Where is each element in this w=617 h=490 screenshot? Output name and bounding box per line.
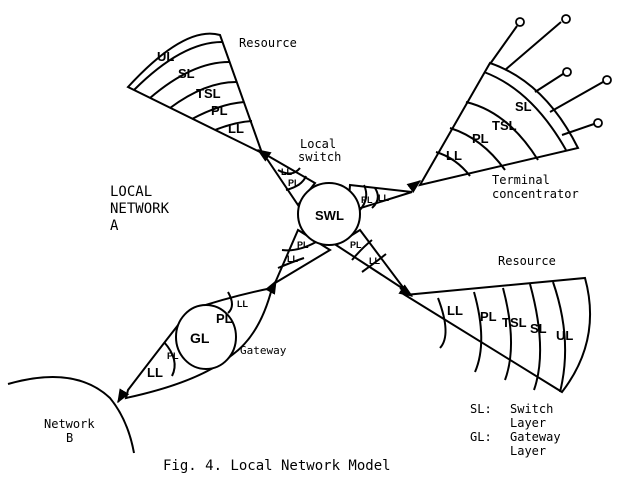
resource-top-title: Resource — [239, 36, 297, 50]
terminal-layer: PL — [472, 131, 489, 146]
gateway-arm-label: LL — [237, 299, 248, 309]
terminal-layer: LL — [446, 148, 462, 163]
gateway-caption: Gateway — [240, 344, 287, 357]
legend-text: Layer — [510, 416, 546, 430]
resource-right-layer: SL — [530, 321, 547, 336]
resource-right-layer: TSL — [502, 315, 527, 330]
local-switch-label: switch — [298, 150, 341, 164]
resource-right-fan — [401, 276, 591, 394]
switch-node-label: SWL — [315, 208, 344, 223]
switch-node — [297, 182, 361, 246]
resource-right-layer: PL — [480, 309, 497, 324]
legend-text: Gateway — [510, 430, 561, 444]
arrow-switch-terminal — [406, 180, 422, 194]
arrow-gateway-network-b — [117, 388, 130, 404]
switch-arms — [262, 152, 413, 291]
network-b-label: B — [66, 431, 73, 445]
figure-caption: Fig. 4. Local Network Model — [163, 458, 391, 474]
switch-arm-label: PL — [297, 240, 309, 250]
resource-top-layer: PL — [211, 103, 228, 118]
resource-top-fan — [126, 32, 264, 155]
network-a-label: NETWORK — [110, 201, 170, 217]
arrow-switch-gateway — [265, 279, 277, 295]
switch-arm-label: PL — [350, 240, 362, 250]
local-switch-label: Local — [300, 137, 336, 151]
terminal-title: Terminal — [492, 173, 550, 187]
gateway-arm-label: LL — [147, 365, 163, 380]
terminal-layer: SL — [515, 99, 532, 114]
legend-text: Layer — [510, 444, 546, 458]
network-b-label: Network — [44, 417, 95, 431]
switch-arm-label: PL — [288, 178, 300, 188]
gateway-node-label: GL — [190, 330, 210, 346]
switch-arm-label: LL — [378, 193, 389, 203]
resource-right-layer: UL — [556, 328, 573, 343]
terminal-concentrator-fan — [417, 21, 604, 187]
network-a-label: A — [110, 218, 119, 234]
legend-text: Switch — [510, 402, 553, 416]
switch-arm-label: LL — [287, 254, 298, 264]
resource-top-layer: SL — [178, 66, 195, 81]
resource-top-layer: UL — [157, 49, 174, 64]
legend-key: GL: — [470, 430, 492, 444]
terminal-layer: TSL — [492, 118, 517, 133]
gateway-arm-label: PL — [216, 311, 233, 326]
gateway-arm-label: PL — [167, 351, 179, 361]
network-a-label: LOCAL — [110, 184, 152, 200]
resource-top-layer: TSL — [196, 86, 221, 101]
arrow-switch-resource-top — [256, 149, 272, 162]
switch-arm-label: LL — [281, 167, 292, 177]
terminal-endpoints — [515, 14, 612, 128]
legend-key: SL: — [470, 402, 492, 416]
resource-right-layer: LL — [447, 303, 463, 318]
resource-right-title: Resource — [498, 254, 556, 268]
switch-arm-label: LL — [369, 256, 380, 266]
switch-arm-label: PL — [361, 195, 373, 205]
legend: SL: Switch Layer GL: Gateway Layer — [470, 402, 561, 458]
resource-top-layer: LL — [228, 121, 244, 136]
terminal-title: concentrator — [492, 187, 579, 201]
network-b-boundary — [7, 376, 135, 454]
arrow-switch-resource-right — [398, 284, 414, 297]
